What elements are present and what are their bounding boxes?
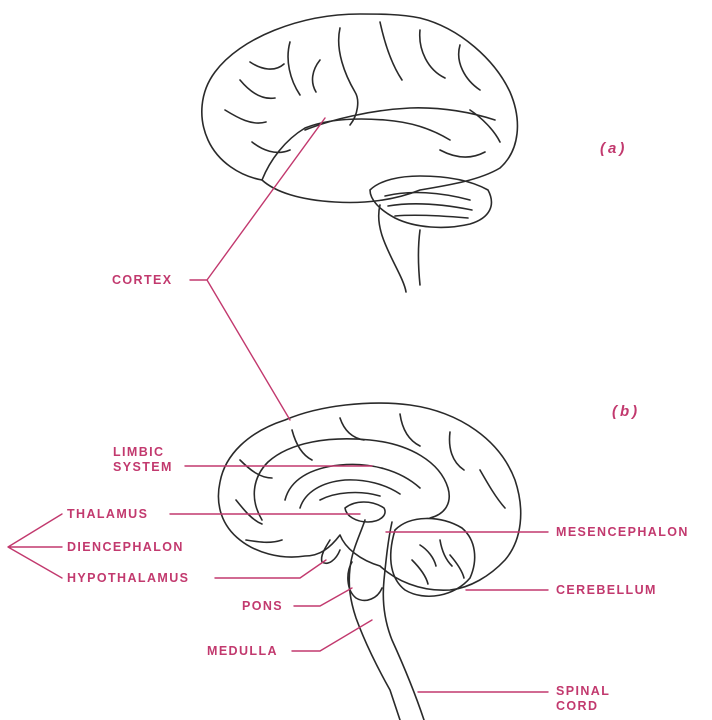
thalamus-label: THALAMUS: [67, 507, 148, 522]
brainstem-a: [379, 205, 420, 292]
hypothalamus-b: [322, 540, 340, 563]
medial-gyri-b: [236, 414, 505, 542]
corpus-callosum-b: [285, 464, 420, 508]
spinal-cord-label: SPINAL CORD: [556, 684, 610, 714]
hypothalamus-label: HYPOTHALAMUS: [67, 571, 189, 586]
brain-medial-view: [218, 403, 520, 720]
lateral-fissure-a: [305, 108, 495, 130]
brain-lateral-view: [202, 14, 518, 292]
figure-label-b: (b): [612, 403, 640, 420]
cortex-leader: [190, 118, 325, 420]
pons-b: [348, 562, 382, 600]
thalamus-b: [345, 502, 385, 522]
cerebellum-label: CEREBELLUM: [556, 583, 657, 598]
hypothalamus-leader: [215, 560, 326, 578]
diencephalon-bracket: [8, 514, 62, 578]
cortex-label: CORTEX: [112, 273, 173, 288]
brainstem-b: [349, 520, 424, 720]
spinal-label-line2: CORD: [556, 699, 610, 714]
mesencephalon-label: MESENCEPHALON: [556, 525, 689, 540]
cerebrum-outline-a: [202, 14, 518, 203]
limbic-label-line2: SYSTEM: [113, 460, 173, 475]
limbic-label-line1: LIMBIC: [113, 445, 173, 460]
limbic-system-label: LIMBIC SYSTEM: [113, 445, 173, 475]
cerebellum-a: [370, 176, 491, 227]
figure-label-a: (a): [600, 140, 627, 157]
cerebrum-outline-b: [218, 403, 520, 590]
diencephalon-label: DIENCEPHALON: [67, 540, 184, 555]
cerebellum-folia-b: [412, 540, 464, 584]
pons-label: PONS: [242, 599, 283, 614]
spinal-label-line1: SPINAL: [556, 684, 610, 699]
medulla-label: MEDULLA: [207, 644, 278, 659]
gyri-a: [225, 22, 500, 157]
pons-leader: [294, 588, 352, 606]
medulla-leader: [292, 620, 372, 651]
